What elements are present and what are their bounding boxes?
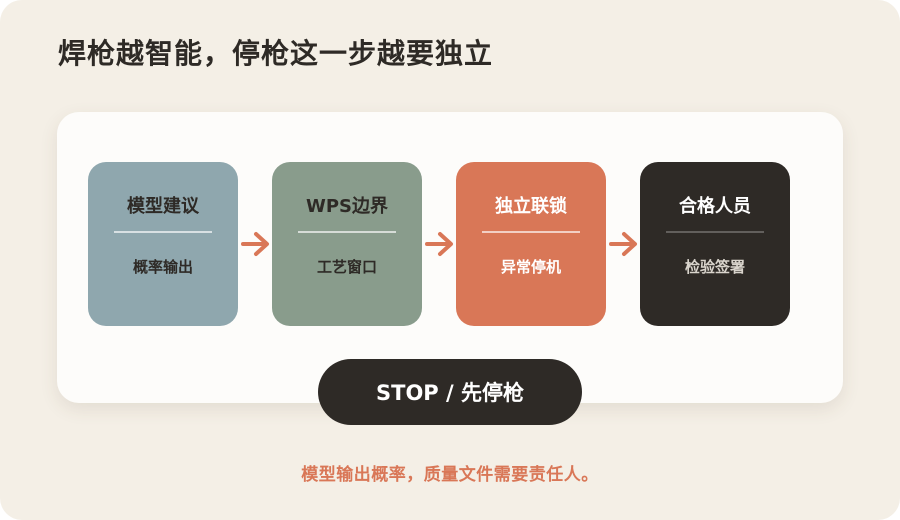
arrow-right-icon: [241, 232, 269, 256]
step-title: 合格人员: [679, 196, 751, 217]
step-subtitle: 检验签署: [684, 258, 745, 276]
step-card-wps-boundary: WPS边界 工艺窗口: [272, 162, 422, 326]
step-title: 模型建议: [127, 196, 199, 217]
step-card-independent-interlock: 独立联锁 异常停机: [456, 162, 606, 326]
step-subtitle: 概率输出: [132, 258, 193, 276]
step-title: WPS边界: [305, 196, 388, 217]
page-title: 焊枪越智能，停枪这一步越要独立: [58, 37, 494, 70]
stop-button[interactable]: STOP / 先停枪: [318, 359, 582, 425]
divider: [114, 231, 212, 233]
step-title: 独立联锁: [495, 196, 567, 217]
step-card-model-suggestion: 模型建议 概率输出: [88, 162, 238, 326]
step-card-qualified-personnel: 合格人员 检验签署: [640, 162, 790, 326]
arrow-right-icon: [609, 232, 637, 256]
footer-caption: 模型输出概率，质量文件需要责任人。: [301, 465, 599, 485]
divider: [482, 231, 580, 233]
divider: [298, 231, 396, 233]
step-subtitle: 异常停机: [500, 258, 561, 276]
arrow-right-icon: [425, 232, 453, 256]
step-subtitle: 工艺窗口: [316, 258, 377, 276]
divider: [666, 231, 764, 233]
